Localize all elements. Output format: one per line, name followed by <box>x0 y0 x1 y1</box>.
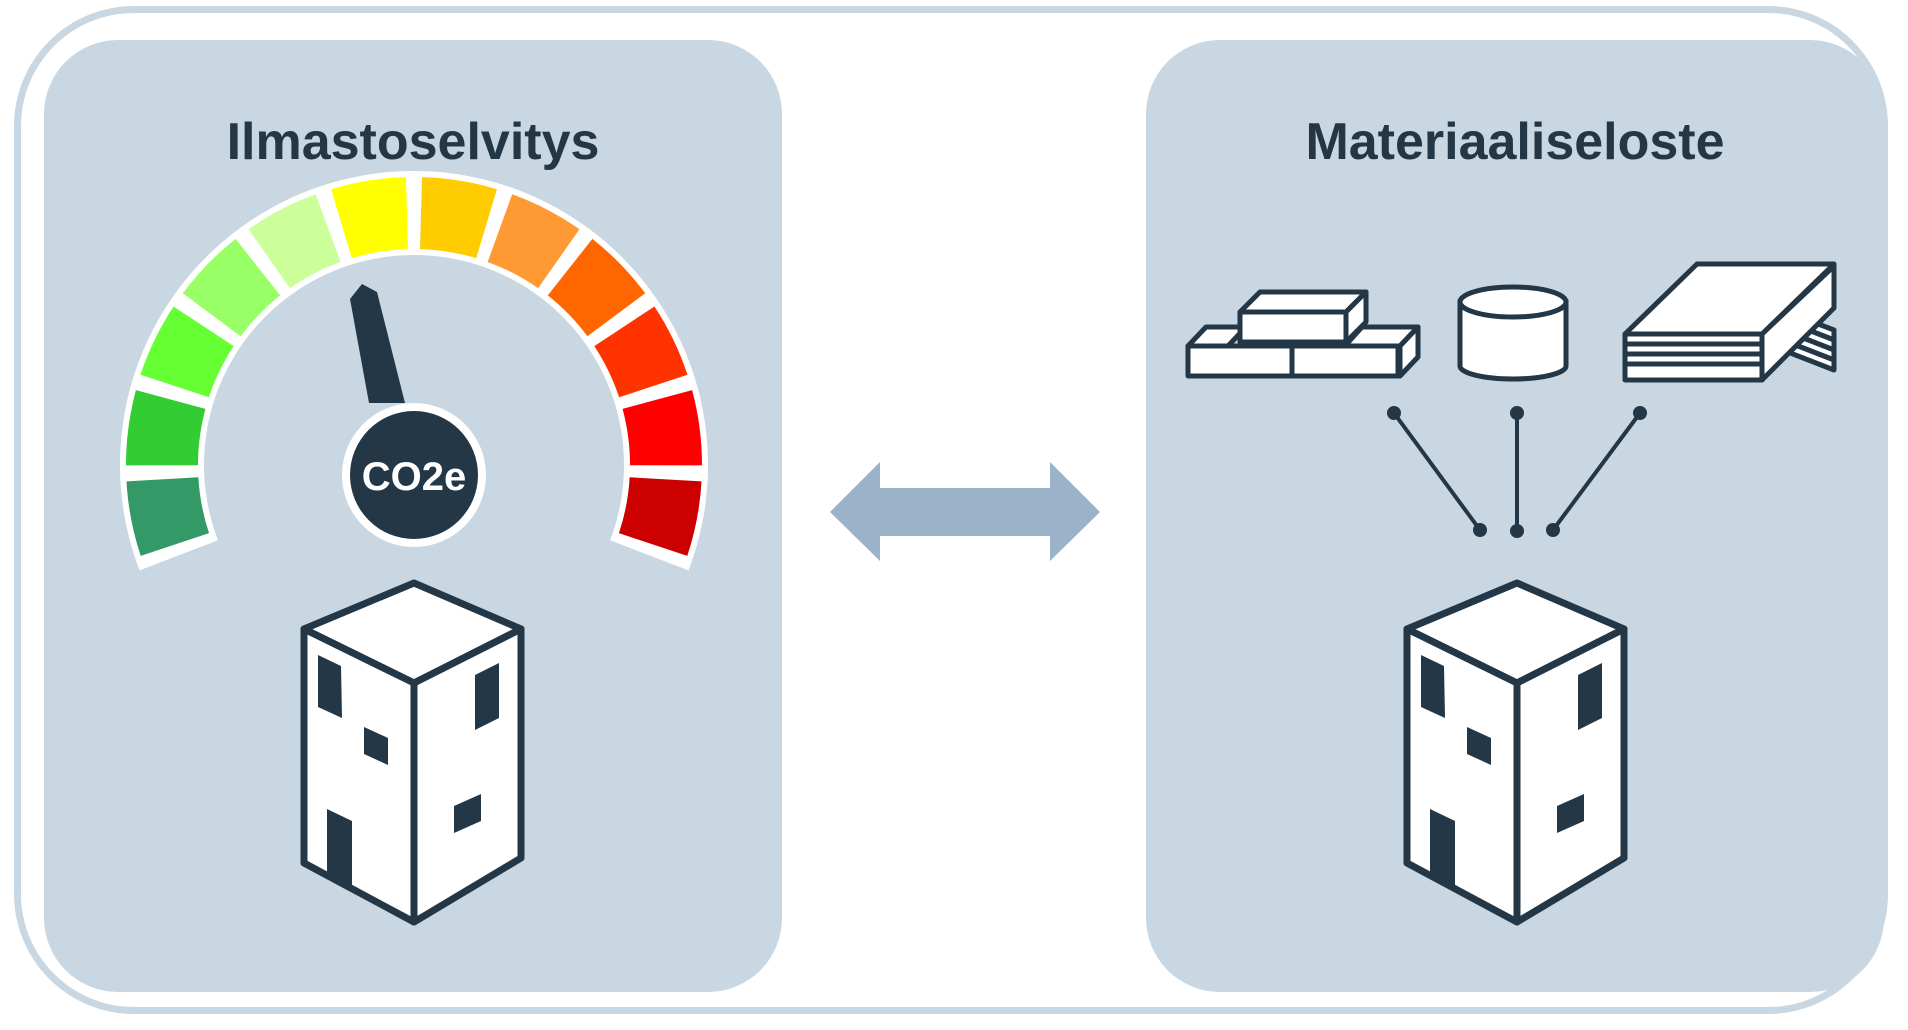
gauge-segment <box>126 477 210 556</box>
double-arrow-icon <box>830 462 1100 561</box>
cylinder-icon <box>1457 284 1569 382</box>
gauge-needle <box>350 284 405 403</box>
gauge-backing <box>119 170 708 571</box>
building-icon <box>304 583 521 922</box>
panel-title: Materiaaliseloste <box>1305 113 1725 171</box>
layered-slab-icon <box>1622 261 1837 383</box>
gauge-segment <box>420 177 497 259</box>
gauge-segment <box>140 306 234 398</box>
gauge-segment <box>487 194 580 289</box>
gauge-segment <box>618 477 702 556</box>
emission-gauge <box>119 170 708 571</box>
gauge-segment <box>547 238 646 337</box>
gauge-segment <box>622 390 702 466</box>
co2e-label: CO2e <box>362 455 467 499</box>
material-connectors <box>1387 406 1647 538</box>
building-icon <box>1407 583 1624 922</box>
gauge-segment <box>126 390 206 466</box>
co2e-badge: CO2e <box>342 403 486 547</box>
gauge-segment <box>248 194 341 289</box>
gauge-segment <box>182 238 281 337</box>
bricks-icon <box>1185 289 1421 379</box>
gauge-segment <box>331 177 408 259</box>
gauge-segment <box>594 306 688 398</box>
panel-title: Ilmastoselvitys <box>226 113 600 171</box>
